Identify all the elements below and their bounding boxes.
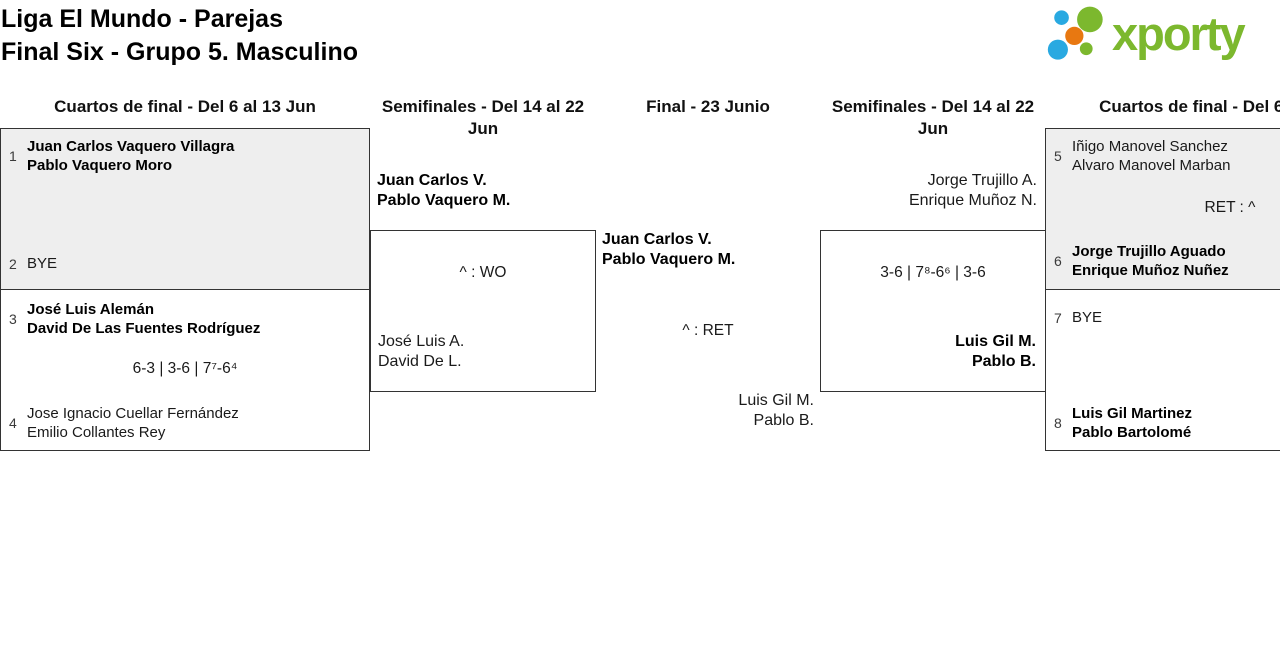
seed-number: 2 [9, 255, 17, 272]
team-player-name: Pablo Bartolomé [1072, 424, 1192, 441]
match-box-sf2: 3-6 | 7⁸-6⁶ | 3-6 Luis Gil M. Pablo B. [820, 230, 1046, 392]
team-row: 8 Luis Gil Martinez Pablo Bartolomé [1054, 404, 1280, 442]
team-player-name: BYE [27, 255, 58, 272]
team-player-name: Pablo B. [971, 352, 1036, 370]
team-player-name: David De Las Fuentes Rodríguez [27, 320, 261, 337]
team-names: Jorge Trujillo Aguado Enrique Muñoz Nuñe… [1072, 242, 1229, 280]
team-row: 7 BYE [1054, 308, 1280, 327]
match-score: RET : ^ [1204, 199, 1256, 216]
team-player-name: Luis Gil M. [955, 333, 1036, 350]
team-player-name: Juan Carlos Vaquero Villagra [27, 138, 235, 155]
team-player-name: David De L. [378, 352, 462, 370]
team-row: 6 Jorge Trujillo Aguado Enrique Muñoz Nu… [1054, 242, 1280, 280]
seed-number: 1 [9, 148, 17, 164]
seed-number: 6 [1054, 253, 1062, 269]
team-player-name: Pablo Vaquero Moro [27, 157, 173, 174]
team-names: Juan Carlos Vaquero Villagra Pablo Vaque… [27, 137, 234, 175]
team-player-name: Emilio Collantes Rey [27, 424, 166, 441]
team-player-name: Luis Gil Martinez [1072, 405, 1193, 422]
team-player-name: Pablo B. [753, 411, 814, 429]
match-box-qf1: 1 Juan Carlos Vaquero Villagra Pablo Vaq… [0, 128, 370, 290]
round-header-semifinals-right: Semifinales - Del 14 al 22 Jun [831, 97, 1035, 138]
xporty-logo[interactable]: xporty [1046, 3, 1246, 72]
logo-dots-icon [1046, 3, 1110, 72]
team-row: 2 BYE [9, 254, 361, 273]
seed-number: 8 [1054, 415, 1062, 431]
team-names: BYE [1072, 308, 1102, 327]
team-player-name: Pablo Vaquero M. [602, 250, 736, 268]
team-row: 3 José Luis Alemán David De Las Fuentes … [9, 300, 361, 338]
final-match-score: ^ : RET [682, 322, 734, 339]
team-player-name: Juan Carlos V. [377, 172, 487, 189]
team-names: Luis Gil Martinez Pablo Bartolomé [1072, 404, 1192, 442]
team-player-name: Jorge Trujillo A. [927, 172, 1037, 189]
team-row: 5 Iñigo Manovel Sanchez Alvaro Manovel M… [1054, 137, 1280, 175]
round-header-quarterfinals-right: Cuartos de final - Del 6 al 13 Jun [1099, 97, 1280, 116]
team-row: 4 Jose Ignacio Cuellar Fernández Emilio … [9, 404, 361, 442]
team-names: Iñigo Manovel Sanchez Alvaro Manovel Mar… [1072, 137, 1230, 175]
team-player-name: José Luis Alemán [27, 301, 154, 318]
team-row: 1 Juan Carlos Vaquero Villagra Pablo Vaq… [9, 137, 361, 175]
team-player-name: BYE [1072, 309, 1103, 326]
match-box-qf3: 5 Iñigo Manovel Sanchez Alvaro Manovel M… [1045, 128, 1280, 290]
team-names: Jose Ignacio Cuellar Fernández Emilio Co… [27, 404, 239, 442]
team-names: José Luis Alemán David De Las Fuentes Ro… [27, 300, 260, 338]
team-player-name: Iñigo Manovel Sanchez [1072, 138, 1228, 155]
match-box-sf1: ^ : WO José Luis A. David De L. [370, 230, 596, 392]
match-box-qf4: 7 BYE 8 Luis Gil Martinez Pablo Bartolom… [1045, 289, 1280, 451]
team-player-name: Jose Ignacio Cuellar Fernández [27, 405, 239, 422]
match-box-qf2: 3 José Luis Alemán David De Las Fuentes … [0, 289, 370, 451]
team-player-name: Pablo Vaquero M. [377, 191, 511, 209]
seed-number: 4 [9, 415, 17, 431]
page-title: Liga El Mundo - Parejas Final Six - Grup… [1, 3, 358, 69]
seed-number: 7 [1054, 309, 1062, 326]
final-team1-names: Juan Carlos V. Pablo Vaquero M. [602, 230, 735, 269]
sf-right-team1-names: Jorge Trujillo A. Enrique Muñoz N. [820, 171, 1037, 210]
seed-number: 5 [1054, 148, 1062, 164]
logo-wordmark: xporty [1112, 7, 1246, 60]
team-player-name: José Luis A. [378, 333, 465, 350]
team-player-name: Jorge Trujillo Aguado [1072, 243, 1226, 260]
team-player-name: Enrique Muñoz N. [908, 191, 1037, 209]
team-player-name: Enrique Muñoz Nuñez [1072, 262, 1229, 279]
sf-left-team2-names: José Luis A. David De L. [378, 332, 464, 371]
round-header-semifinals-left: Semifinales - Del 14 al 22 Jun [381, 97, 585, 138]
round-header-final: Final - 23 Junio [646, 97, 770, 116]
group-name: Final Six - Grupo 5. Masculino [1, 38, 358, 66]
sf-right-team2-names: Luis Gil M. Pablo B. [955, 332, 1036, 371]
round-header-quarterfinals-left: Cuartos de final - Del 6 al 13 Jun [54, 97, 316, 116]
tournament-name: Liga El Mundo - Parejas [1, 5, 283, 33]
team-player-name: Alvaro Manovel Marban [1072, 157, 1231, 174]
seed-number: 3 [9, 311, 17, 327]
team-player-name: Luis Gil M. [738, 392, 814, 409]
match-score: ^ : WO [459, 264, 507, 281]
match-score: 3-6 | 7⁸-6⁶ | 3-6 [880, 264, 986, 281]
final-team2-names: Luis Gil M. Pablo B. [595, 391, 814, 430]
match-score: 6-3 | 3-6 | 7⁷-6⁴ [132, 360, 238, 377]
team-names: BYE [27, 254, 57, 273]
team-player-name: Juan Carlos V. [602, 231, 712, 248]
sf-left-team1-names: Juan Carlos V. Pablo Vaquero M. [377, 171, 510, 210]
